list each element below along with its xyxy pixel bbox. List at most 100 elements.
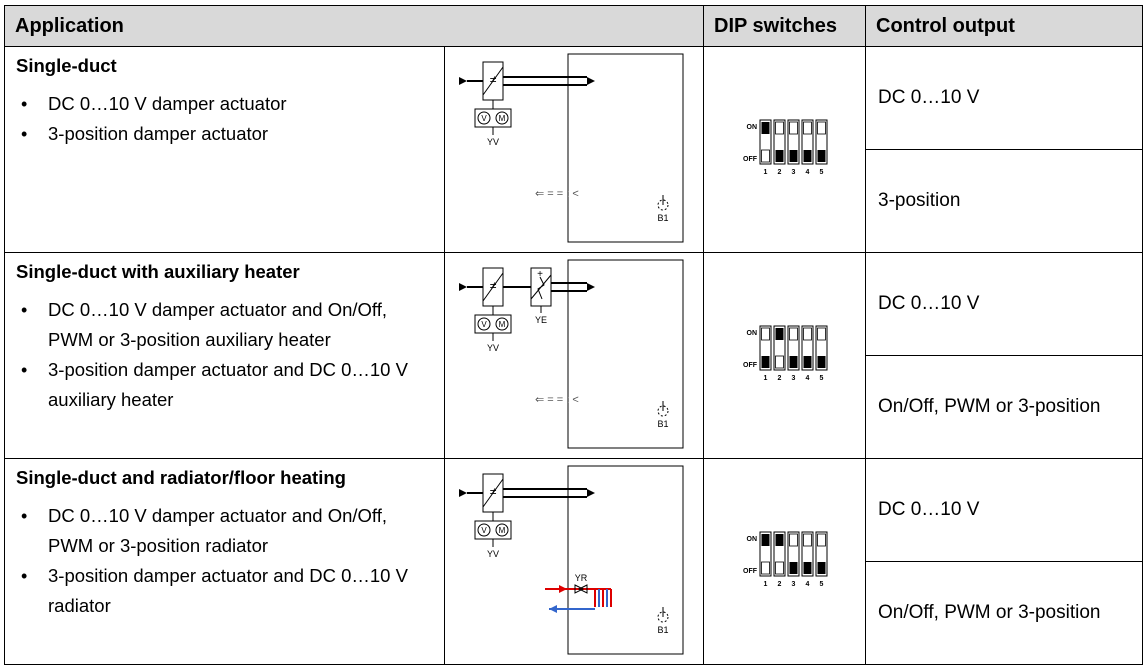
dip-switch-number: 4 bbox=[805, 375, 809, 382]
dip-switch-number: 1 bbox=[763, 375, 767, 382]
dip-switch-knob bbox=[775, 328, 784, 340]
dip-switch-slot bbox=[802, 533, 812, 547]
dip-switch-number: 5 bbox=[819, 375, 823, 382]
dip-switch-number: 4 bbox=[805, 169, 809, 176]
diagram-cell: ≠ + YE V M YV ⇐ = = : < B1 bbox=[443, 252, 705, 459]
dip-switch bbox=[801, 531, 814, 577]
dip-switch-slot bbox=[788, 533, 798, 547]
dip-off-label: OFF bbox=[743, 568, 758, 575]
application-cell: Single-duct with auxiliary heater DC 0…1… bbox=[4, 252, 445, 459]
dip-switch-knob bbox=[775, 150, 784, 162]
dip-switch bbox=[759, 531, 772, 577]
svg-text:M: M bbox=[499, 114, 506, 123]
svg-text:V: V bbox=[481, 320, 487, 329]
actuator-label: YV bbox=[487, 343, 499, 353]
dip-switch-knob bbox=[789, 356, 798, 368]
sensor-label: B1 bbox=[657, 419, 668, 429]
dip-switch-slot bbox=[760, 561, 770, 575]
svg-text:M: M bbox=[499, 526, 506, 535]
svg-text:≠: ≠ bbox=[490, 279, 497, 293]
table-row: On/Off, PWM or 3-position bbox=[5, 561, 1144, 665]
dip-switch bbox=[815, 531, 828, 577]
single-duct-diagram: ≠ V M YV ⇐ = = : < B1 bbox=[459, 53, 684, 243]
dip-on-label: ON bbox=[746, 536, 757, 543]
valve-label: YR bbox=[575, 573, 588, 583]
list-item: 3-position damper actuator and DC 0…10 V… bbox=[16, 355, 434, 415]
sensor-label: B1 bbox=[657, 625, 668, 635]
application-title: Single-duct bbox=[16, 55, 117, 76]
list-item: DC 0…10 V damper actuator and On/Off, PW… bbox=[16, 501, 434, 561]
table-row: Single-duct DC 0…10 V damper actuator 3-… bbox=[4, 46, 1144, 253]
svg-text:⇐ = = : <: ⇐ = = : < bbox=[535, 188, 579, 200]
svg-text:⇐ = = : <: ⇐ = = : < bbox=[535, 394, 579, 406]
dip-switch bbox=[759, 325, 772, 371]
application-cell: Single-duct and radiator/floor heating D… bbox=[4, 458, 445, 665]
control-output-cell: On/Off, PWM or 3-position bbox=[865, 355, 1144, 459]
list-item: 3-position damper actuator and DC 0…10 V… bbox=[16, 561, 434, 621]
dip-switch bbox=[773, 531, 786, 577]
dip-switch-number: 2 bbox=[777, 375, 781, 382]
diagram-cell: ≠ V M YV YR bbox=[443, 458, 705, 665]
actuator-label: YV bbox=[487, 549, 499, 559]
dip-switch bbox=[787, 119, 800, 165]
sensor-label: B1 bbox=[657, 213, 668, 223]
list-item: DC 0…10 V damper actuator and On/Off, PW… bbox=[16, 295, 434, 355]
dip-switch-slot bbox=[774, 561, 784, 575]
svg-text:+: + bbox=[537, 269, 543, 280]
dip-switch bbox=[773, 119, 786, 165]
dip-switch-knob bbox=[789, 150, 798, 162]
dip-switch-slot bbox=[802, 121, 812, 135]
dip-switch-slot bbox=[788, 327, 798, 341]
header-row: Application DIP switches Control output bbox=[3, 5, 1144, 47]
header-control-output: Control output bbox=[865, 5, 1144, 47]
dip-switch-knob bbox=[803, 562, 812, 574]
dip-switch bbox=[815, 119, 828, 165]
heater-label: YE bbox=[535, 315, 547, 325]
svg-text:≠: ≠ bbox=[490, 485, 497, 499]
svg-text:V: V bbox=[481, 526, 487, 535]
table-row: Single-duct with auxiliary heater DC 0…1… bbox=[4, 252, 1144, 459]
dip-switch-slot bbox=[816, 327, 826, 341]
auxiliary-heater-diagram: ≠ + YE V M YV ⇐ = = : < B1 bbox=[459, 259, 684, 449]
svg-text:V: V bbox=[481, 114, 487, 123]
dip-switch-knob bbox=[803, 356, 812, 368]
dip-switch-number: 5 bbox=[819, 581, 823, 588]
dip-switch-knob bbox=[817, 562, 826, 574]
control-output-cell: DC 0…10 V bbox=[865, 458, 1144, 562]
table-row: 3-position bbox=[5, 149, 1144, 253]
dip-switch-knob bbox=[789, 562, 798, 574]
dip-switch-knob bbox=[775, 534, 784, 546]
dip-switch-slot bbox=[816, 121, 826, 135]
dip-switch-knob bbox=[817, 356, 826, 368]
dip-switch-number: 3 bbox=[791, 375, 795, 382]
dip-switch-knob bbox=[803, 150, 812, 162]
dip-switch-slot bbox=[774, 121, 784, 135]
svg-text:≠: ≠ bbox=[490, 73, 497, 87]
dip-on-label: ON bbox=[746, 124, 757, 131]
dip-switch-number: 2 bbox=[777, 581, 781, 588]
dip-switch bbox=[787, 325, 800, 371]
control-output-cell: DC 0…10 V bbox=[865, 46, 1144, 150]
dip-switch-number: 1 bbox=[763, 169, 767, 176]
dip-switch-slot bbox=[760, 327, 770, 341]
svg-text:M: M bbox=[499, 320, 506, 329]
dip-switch bbox=[815, 325, 828, 371]
dip-off-label: OFF bbox=[743, 362, 758, 369]
dip-switch-knob bbox=[761, 534, 770, 546]
table-row: On/Off, PWM or 3-position bbox=[5, 355, 1144, 459]
dip-switch-number: 4 bbox=[805, 581, 809, 588]
control-output-cell: DC 0…10 V bbox=[865, 252, 1144, 356]
dip-switch bbox=[759, 119, 772, 165]
table-row: Single-duct and radiator/floor heating D… bbox=[4, 458, 1144, 665]
control-output-cell: 3-position bbox=[865, 149, 1144, 253]
application-title: Single-duct with auxiliary heater bbox=[16, 261, 300, 282]
header-dip-switches: DIP switches bbox=[703, 5, 867, 47]
dip-switch-slot bbox=[788, 121, 798, 135]
dip-switch-number: 1 bbox=[763, 581, 767, 588]
dip-switch-number: 2 bbox=[777, 169, 781, 176]
